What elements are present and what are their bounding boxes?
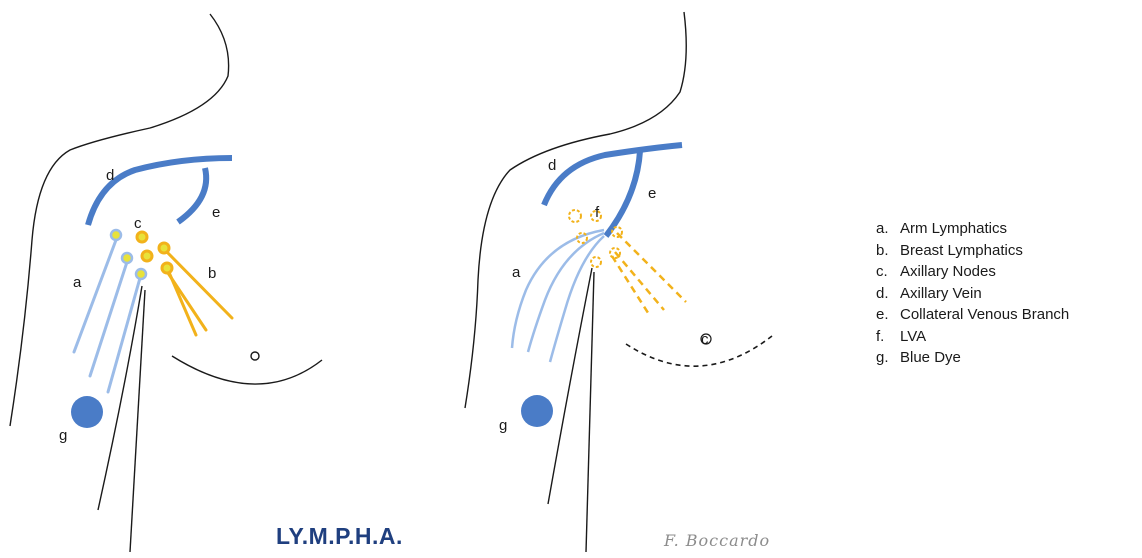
- legend-key: d.: [876, 283, 900, 305]
- axillary-node: [159, 243, 169, 253]
- left-label-e: e: [212, 204, 220, 221]
- axillary-node: [162, 263, 172, 273]
- legend-item: a.Arm Lymphatics: [876, 218, 1069, 240]
- legend-key: a.: [876, 218, 900, 240]
- legend: a.Arm Lymphatics b.Breast Lymphatics c.A…: [876, 218, 1069, 369]
- legend-item: b.Breast Lymphatics: [876, 240, 1069, 262]
- legend-text: Axillary Vein: [900, 285, 982, 302]
- legend-text: Blue Dye: [900, 349, 961, 366]
- arm-lymphatic-vessel: [108, 278, 140, 392]
- legend-text: Collateral Venous Branch: [900, 306, 1069, 323]
- legend-item: f.LVA: [876, 326, 1069, 348]
- axillary-node: [142, 251, 152, 261]
- axillary-node: [569, 210, 581, 222]
- legend-text: Axillary Nodes: [900, 263, 996, 280]
- legend-text: Arm Lymphatics: [900, 220, 1007, 237]
- left-label-d: d: [106, 167, 114, 184]
- left-torso-outline: [130, 290, 145, 552]
- legend-item: g.Blue Dye: [876, 347, 1069, 369]
- right-shoulder-outline: [465, 12, 686, 408]
- left-shoulder-outline: [10, 14, 229, 426]
- lymph-node: [122, 253, 132, 263]
- left-label-b: b: [208, 265, 216, 282]
- arm-lymphatic-vessel: [90, 262, 127, 376]
- legend-item: e.Collateral Venous Branch: [876, 304, 1069, 326]
- right-arm-outline: [548, 268, 592, 504]
- axillary-node: [591, 257, 601, 267]
- left-nipple: [251, 352, 259, 360]
- right-blue-dye: [521, 395, 553, 427]
- left-blue-dye: [71, 396, 103, 428]
- legend-key: c.: [876, 261, 900, 283]
- left-label-g: g: [59, 427, 67, 444]
- arm-lymphatic-vessel: [74, 240, 116, 352]
- legend-key: b.: [876, 240, 900, 262]
- brand-logo-text: LY.M.P.H.A.: [276, 523, 403, 550]
- right-label-a: a: [512, 264, 521, 281]
- left-label-c: c: [134, 215, 142, 232]
- right-collateral-venous-branch: [606, 151, 640, 236]
- left-collateral-venous-branch: [178, 168, 206, 222]
- right-torso-outline: [586, 272, 594, 552]
- legend-item: d.Axillary Vein: [876, 283, 1069, 305]
- left-breast-lymphatics: [164, 249, 232, 335]
- right-arm-lymphatics: [512, 230, 604, 362]
- lymph-node: [136, 269, 146, 279]
- breast-lymphatic-vessel: [612, 256, 650, 316]
- right-breast-outline-dashed: [626, 336, 772, 366]
- left-breast-outline: [172, 356, 322, 384]
- right-panel: d e f a c g: [465, 12, 772, 552]
- left-label-a: a: [73, 274, 82, 291]
- right-breast-lymphatics-dashed: [612, 233, 686, 316]
- left-arm-outline: [98, 286, 142, 510]
- legend-item: c.Axillary Nodes: [876, 261, 1069, 283]
- axillary-node: [137, 232, 147, 242]
- legend-key: f.: [876, 326, 900, 348]
- right-label-d: d: [548, 157, 556, 174]
- legend-text: LVA: [900, 328, 926, 345]
- left-panel: d c e a b g: [10, 14, 322, 552]
- right-label-c: c: [701, 331, 709, 348]
- breast-lymphatic-vessel: [617, 233, 686, 302]
- right-label-g: g: [499, 417, 507, 434]
- breast-lymphatic-vessel: [168, 270, 196, 335]
- lymph-node: [111, 230, 121, 240]
- author-signature: F. Boccardo: [664, 531, 770, 550]
- legend-text: Breast Lymphatics: [900, 242, 1023, 259]
- right-axillary-vein: [544, 145, 682, 205]
- legend-key: e.: [876, 304, 900, 326]
- left-axillary-nodes: [137, 232, 172, 273]
- right-label-e: e: [648, 185, 656, 202]
- legend-key: g.: [876, 347, 900, 369]
